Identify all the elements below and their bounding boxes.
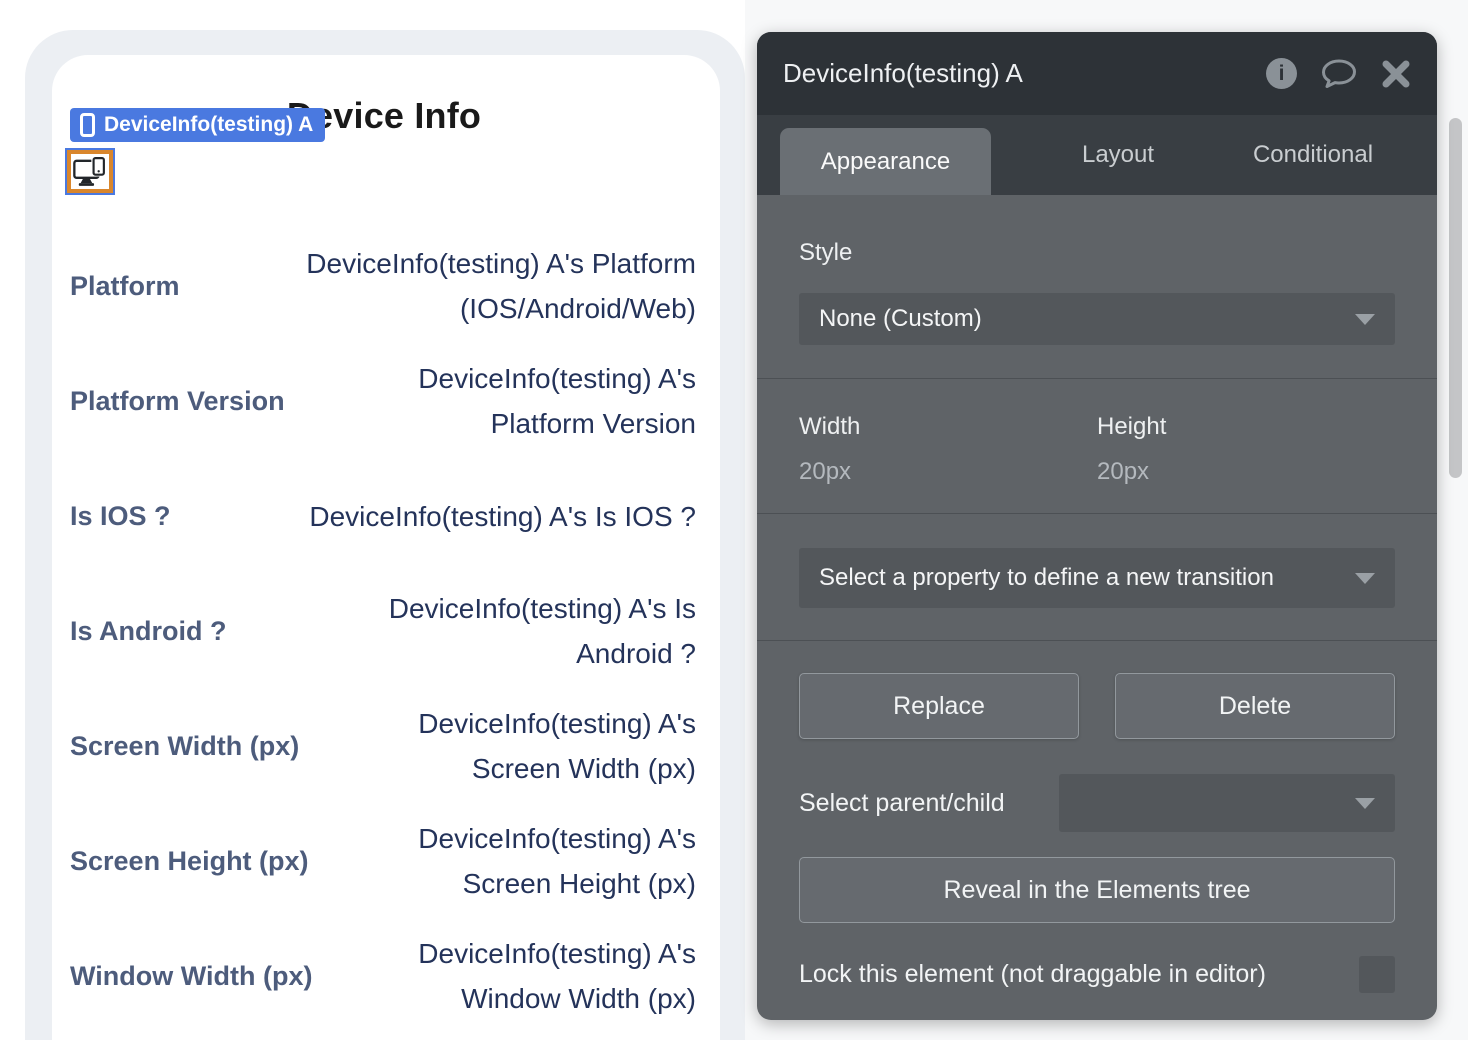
comment-icon[interactable] [1321,58,1357,90]
size-section: Width 20px Height 20px [757,378,1437,513]
editor-backdrop: DeviceInfo(testing) A i Appearance Layou… [745,0,1468,1040]
row-platform-version[interactable]: Platform Version DeviceInfo(testing) A's… [70,356,698,446]
info-icon[interactable]: i [1266,58,1297,89]
row-screen-height[interactable]: Screen Height (px) DeviceInfo(testing) A… [70,816,698,906]
row-label: Window Width (px) [70,960,313,991]
row-platform[interactable]: Platform DeviceInfo(testing) A's Platfor… [70,241,698,331]
row-value: DeviceInfo(testing) A's Platform Version [418,363,696,439]
device-info-rows: Platform DeviceInfo(testing) A's Platfor… [70,241,698,1021]
selected-element-badge[interactable]: DeviceInfo(testing) A [70,108,326,142]
row-is-ios[interactable]: Is IOS ? DeviceInfo(testing) A's Is IOS … [70,471,698,561]
reveal-elements-tree-button[interactable]: Reveal in the Elements tree [799,857,1395,923]
transition-dropdown[interactable]: Select a property to define a new transi… [799,548,1395,608]
transition-dropdown-placeholder: Select a property to define a new transi… [819,564,1274,591]
row-label: Screen Width (px) [70,730,300,761]
close-icon[interactable] [1381,59,1411,89]
lock-checkbox[interactable] [1359,956,1395,993]
header-icons: i [1266,58,1411,90]
width-value: 20px [799,458,852,485]
chevron-down-icon [1355,313,1375,325]
delete-button[interactable]: Delete [1115,673,1395,739]
height-label: Height [1097,413,1167,440]
row-value: DeviceInfo(testing) A's Is IOS ? [309,500,696,532]
row-label: Is IOS ? [70,500,171,531]
device-info-element[interactable] [67,150,113,193]
button-row: Replace Delete [799,673,1395,739]
width-column: Width 20px [799,413,1097,513]
device-info-icon [73,155,106,186]
row-value: DeviceInfo(testing) A's Screen Width (px… [418,708,696,784]
row-label: Platform Version [70,385,285,416]
tab-appearance[interactable]: Appearance [780,128,991,195]
row-value: DeviceInfo(testing) A's Platform (IOS/An… [306,248,696,324]
scrollbar-thumb[interactable] [1449,118,1462,478]
tab-conditional[interactable]: Conditional [1252,141,1374,168]
height-value: 20px [1097,458,1150,485]
style-dropdown-value: None (Custom) [819,305,982,332]
row-label: Is Android ? [70,615,227,646]
chevron-down-icon [1355,797,1375,809]
height-column: Height 20px [1097,413,1395,513]
row-screen-width[interactable]: Screen Width (px) DeviceInfo(testing) A'… [70,701,698,791]
device-info-card: Device Info Platform DeviceInfo(testing)… [52,55,720,1040]
canvas-section-background: Device Info Platform DeviceInfo(testing)… [25,30,745,1040]
chevron-down-icon [1355,572,1375,584]
lock-label: Lock this element (not draggable in edit… [799,960,1266,988]
parent-child-label: Select parent/child [799,788,1005,817]
row-window-width[interactable]: Window Width (px) DeviceInfo(testing) A'… [70,931,698,1021]
row-label: Platform [70,270,180,301]
style-dropdown[interactable]: None (Custom) [799,293,1395,345]
row-value: DeviceInfo(testing) A's Is Android ? [388,593,696,669]
style-label: Style [799,239,853,266]
replace-button[interactable]: Replace [799,673,1079,739]
width-label: Width [799,413,861,440]
lock-row: Lock this element (not draggable in edit… [799,956,1395,993]
transition-section: Select a property to define a new transi… [757,513,1437,640]
row-label: Screen Height (px) [70,845,309,876]
parent-child-row: Select parent/child [799,774,1395,832]
tab-bar: Appearance Layout Conditional [757,115,1437,195]
phone-icon [80,113,95,137]
style-section: Style None (Custom) [757,195,1437,378]
selected-element-name: DeviceInfo(testing) A [104,113,314,136]
row-is-android[interactable]: Is Android ? DeviceInfo(testing) A's Is … [70,586,698,676]
actions-section: Replace Delete Select parent/child Revea… [757,640,1437,993]
row-value: DeviceInfo(testing) A's Screen Height (p… [418,823,696,899]
panel-header: DeviceInfo(testing) A i [757,32,1437,115]
panel-title: DeviceInfo(testing) A [783,58,1023,88]
tab-layout[interactable]: Layout [1081,141,1155,168]
parent-child-dropdown[interactable] [1059,774,1395,832]
row-value: DeviceInfo(testing) A's Window Width (px… [418,938,696,1014]
property-editor-panel: DeviceInfo(testing) A i Appearance Layou… [757,32,1437,1020]
